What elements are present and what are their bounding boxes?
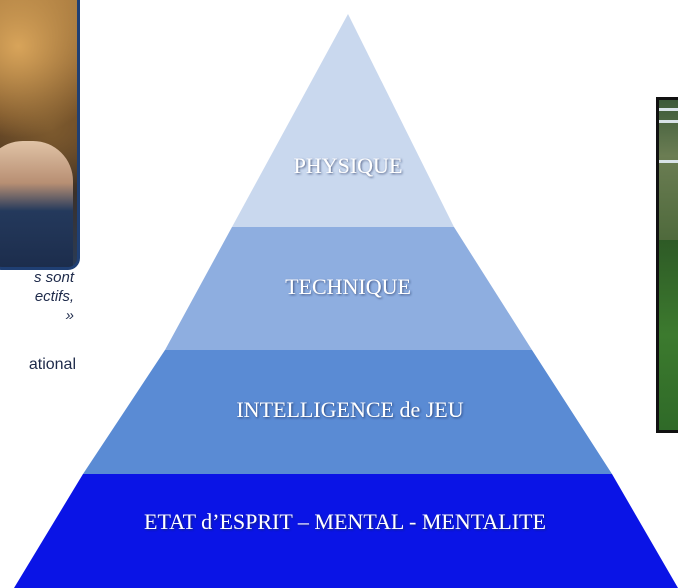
pyramid-level-intelligence [83,350,612,474]
pyramid-level-mental [14,474,678,588]
field-photo-grass [659,240,678,430]
coach-figure [0,141,73,267]
pyramid-level-physique [232,14,454,227]
field-photo-line [659,160,678,163]
field-photo [656,97,678,433]
pyramid-label-mental: ETAT d’ESPRIT – MENTAL - MENTALITE [144,509,546,534]
field-photo-line [659,108,678,111]
quote-line-1: s sont [33,269,74,286]
quote-author: ational [28,356,76,373]
quote-text: s sont ectifs, » [0,268,74,325]
field-photo-line [659,120,678,123]
pyramid-label-physique: PHYSIQUE [294,153,403,178]
coach-photo [0,0,80,270]
quote-line-3: » [65,307,74,324]
quote-line-2: ectifs, [34,288,74,305]
field-photo-background [659,100,678,240]
pyramid-label-technique: TECHNIQUE [285,274,411,299]
pyramid-label-intelligence: INTELLIGENCE de JEU [236,397,463,422]
pyramid-level-technique [165,227,532,350]
